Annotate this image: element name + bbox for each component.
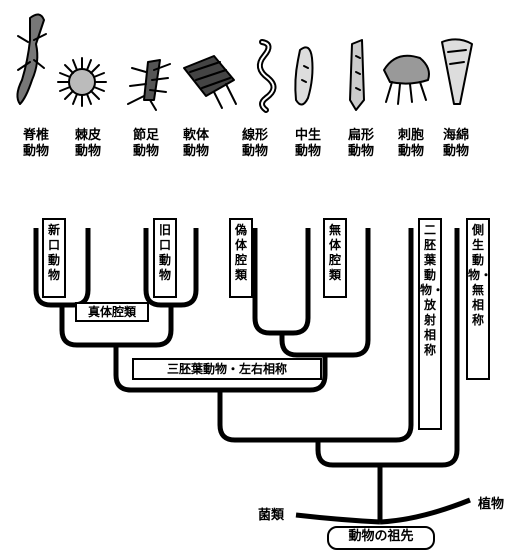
clade-deuterostomes-box: 新口動物 bbox=[42, 218, 66, 298]
branch-fungi bbox=[296, 515, 380, 522]
clade-acoelomates-box: 無体腔類 bbox=[323, 218, 347, 298]
phylum-arthropoda-label: 節足動物 bbox=[133, 128, 159, 160]
phylum-cnidaria-label: 刺胞動物 bbox=[398, 128, 424, 160]
shellfish-icon bbox=[184, 56, 236, 108]
branch-pseudocoelomates bbox=[255, 228, 308, 333]
clade-pseudocoelomates-box: 偽体腔類 bbox=[229, 218, 253, 298]
branch-plants bbox=[380, 500, 470, 522]
clade-parazoa-box: 側生動物・無相称 bbox=[466, 218, 490, 380]
starfish-icon bbox=[58, 58, 106, 106]
clade-coelomates-box: 真体腔類 bbox=[75, 302, 149, 322]
phylum-chordata-label: 脊椎動物 bbox=[23, 128, 49, 160]
phylum-nematoda-label: 線形動物 bbox=[242, 128, 268, 160]
phylum-platyhelminthes-label: 扁形動物 bbox=[348, 128, 374, 160]
phylum-mesozoa-label: 中生動物 bbox=[295, 128, 321, 160]
jellyfish-icon bbox=[384, 56, 429, 104]
clade-protostomes-box: 旧口動物 bbox=[153, 218, 177, 298]
insect-icon bbox=[128, 60, 170, 110]
clade-diploblastic-box: 二胚葉動物・放射相称 bbox=[418, 218, 442, 430]
phylum-echinodermata-label: 棘皮動物 bbox=[75, 128, 101, 160]
roundworm-icon bbox=[260, 42, 274, 110]
sponge-icon bbox=[442, 39, 472, 104]
clade-triploblastic-box: 三胚葉動物・左右相称 bbox=[132, 358, 322, 380]
mesozoan-icon bbox=[295, 47, 312, 104]
animal-ancestor-label: 動物の祖先 bbox=[327, 526, 435, 550]
flatworm-icon bbox=[350, 40, 364, 110]
phylum-porifera-label: 海綿動物 bbox=[443, 128, 469, 160]
plants-label: 植物 bbox=[478, 493, 504, 512]
fungi-label: 菌類 bbox=[258, 504, 284, 523]
phylum-mollusca-label: 軟体動物 bbox=[183, 128, 209, 160]
salamander-icon bbox=[17, 14, 46, 104]
